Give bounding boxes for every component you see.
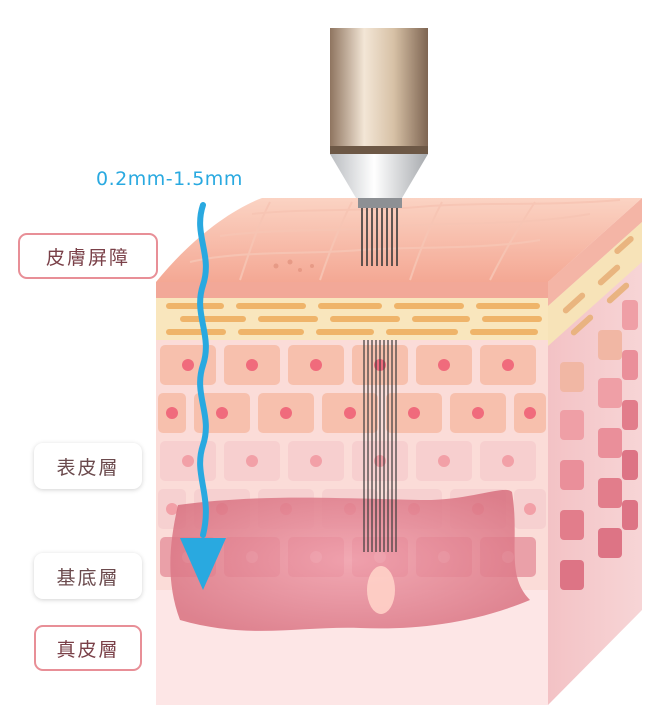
cell-nucleus xyxy=(344,407,356,419)
depth-range-label: 0.2mm-1.5mm xyxy=(96,168,243,190)
depth-arrow xyxy=(180,202,226,590)
cell-nucleus xyxy=(408,407,420,419)
label-dermis: 真皮層 xyxy=(34,625,142,671)
skin-block-side xyxy=(548,198,642,705)
label-skin-barrier: 皮膚屏障 xyxy=(18,233,158,279)
cell-nucleus xyxy=(166,503,178,515)
cell-nucleus xyxy=(246,455,258,467)
label-epidermis: 表皮層 xyxy=(34,443,142,489)
skin-block-front xyxy=(156,282,548,705)
cell-nucleus xyxy=(216,407,228,419)
cell-nucleus xyxy=(472,407,484,419)
cell-nucleus xyxy=(438,359,450,371)
cell-nucleus xyxy=(524,407,536,419)
cell-nucleus xyxy=(502,455,514,467)
cell-nucleus xyxy=(310,455,322,467)
cell-nucleus xyxy=(166,407,178,419)
needle-channel xyxy=(363,340,397,614)
cell-nucleus xyxy=(438,455,450,467)
microneedle-device xyxy=(330,28,428,266)
cell-nucleus xyxy=(502,359,514,371)
cell-nucleus xyxy=(524,503,536,515)
cell-nucleus xyxy=(280,407,292,419)
cell-nucleus xyxy=(182,455,194,467)
skin-block-top xyxy=(156,198,642,282)
cell-nucleus xyxy=(182,359,194,371)
cell-nucleus xyxy=(246,359,258,371)
label-basal-layer: 基底層 xyxy=(34,553,142,599)
cell-nucleus xyxy=(310,359,322,371)
